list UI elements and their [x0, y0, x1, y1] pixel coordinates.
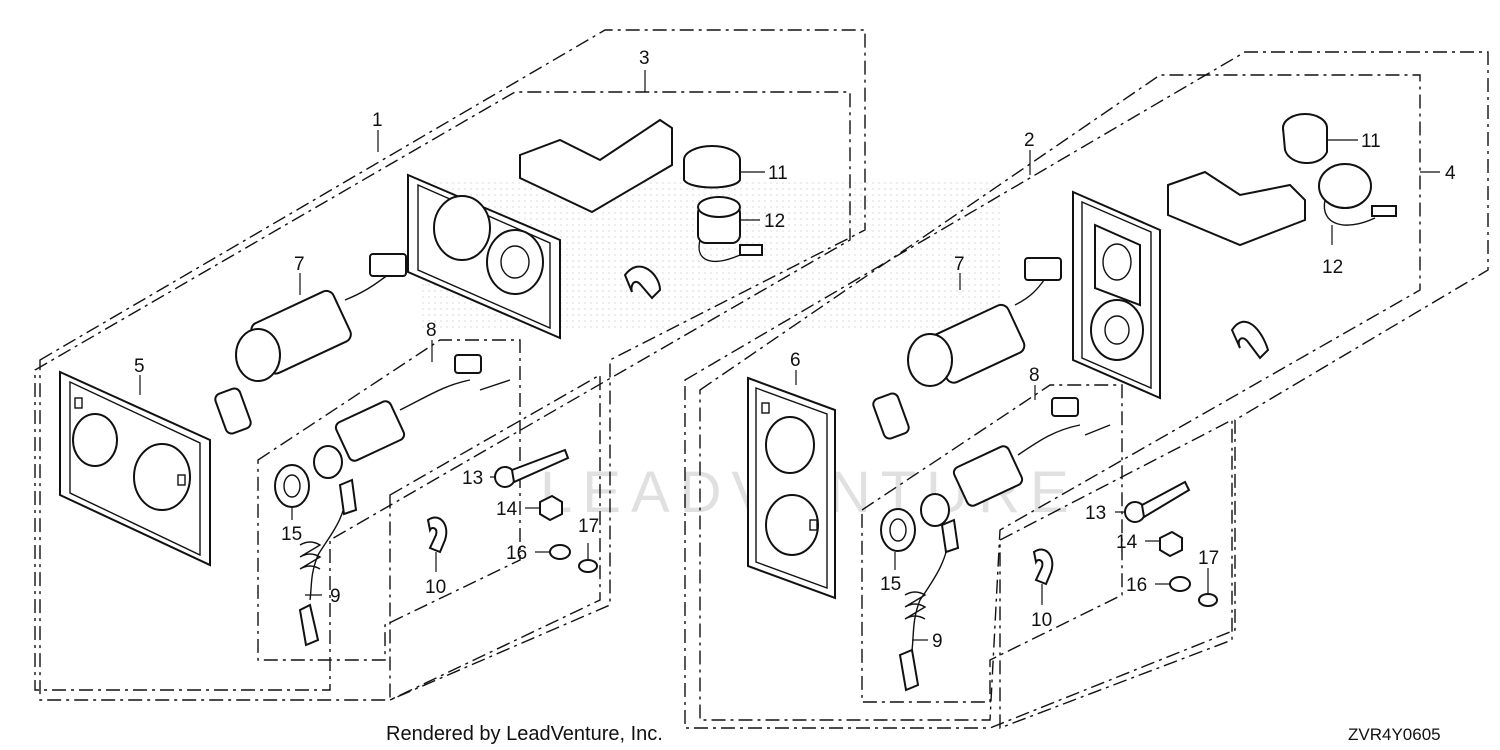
left-nut-14	[539, 494, 563, 522]
left-callouts: 1 3 11 12 7 8 5 13 14 15 16 17 10 9	[134, 48, 788, 607]
right-callout-13: 13	[1085, 503, 1106, 524]
right-callout-14: 14	[1116, 532, 1138, 553]
right-assembly: 2 4 11 12 7 6 8 13 14 16 17 15 10 9	[684, 51, 1489, 730]
left-panel-3	[407, 173, 561, 340]
right-plate-6	[747, 376, 836, 600]
left-callout-7: 7	[294, 254, 305, 275]
right-callout-9: 9	[932, 631, 943, 652]
left-buzzer-ring-11	[683, 145, 741, 189]
right-bracket	[1167, 170, 1306, 247]
right-callout-10: 10	[1031, 610, 1052, 631]
left-cable-tie	[623, 265, 662, 300]
left-lanyard-9	[298, 478, 358, 647]
left-callout-9: 9	[330, 586, 341, 607]
left-plate-5	[59, 370, 211, 567]
left-clip-10	[426, 516, 448, 554]
right-clip-10	[1032, 548, 1054, 586]
right-washer-17	[1198, 593, 1218, 607]
right-callout-12: 12	[1322, 257, 1343, 278]
left-callout-1: 1	[372, 110, 383, 131]
right-callout-15: 15	[880, 574, 901, 595]
right-panel-4	[1072, 190, 1161, 400]
left-callout-17: 17	[578, 516, 599, 537]
right-subframe-13	[999, 418, 1233, 730]
right-lanyard-9	[898, 518, 960, 692]
right-callout-17: 17	[1198, 548, 1219, 569]
right-bolt-13	[1124, 480, 1191, 523]
left-callout-16: 16	[506, 543, 527, 564]
left-washer-16	[549, 544, 571, 560]
right-outer-frame	[684, 51, 1489, 729]
right-callout-4: 4	[1445, 163, 1456, 184]
footer-code: ZVR4Y0605	[1348, 725, 1441, 744]
footer: Rendered by LeadVenture, Inc. ZVR4Y0605	[386, 723, 1441, 745]
left-stopswitch-8	[313, 354, 511, 479]
left-callout-14: 14	[496, 499, 518, 520]
left-washer-17	[578, 559, 598, 573]
footer-credit: Rendered by LeadVenture, Inc.	[386, 723, 663, 745]
right-callouts: 2 4 11 12 7 6 8 13 14 16 17 15 10 9	[790, 130, 1456, 652]
left-inner-frame	[34, 91, 851, 691]
right-keyswitch-7	[872, 257, 1062, 440]
left-buzzer-12	[697, 196, 763, 263]
right-buzzer-12	[1318, 163, 1397, 226]
right-leaders	[795, 139, 1440, 641]
right-cable-tie	[1230, 320, 1270, 360]
right-nut-14	[1159, 530, 1183, 558]
right-callout-11: 11	[1361, 131, 1381, 152]
left-callout-12: 12	[764, 211, 785, 232]
right-inner-frame	[699, 74, 1421, 721]
left-leaders	[139, 70, 765, 596]
right-callout-8: 8	[1029, 365, 1040, 386]
right-stopswitch-8	[920, 397, 1111, 527]
left-callout-8: 8	[426, 320, 437, 341]
left-bracket	[519, 118, 673, 214]
right-callout-7: 7	[954, 254, 965, 275]
left-callout-5: 5	[134, 356, 145, 377]
right-callout-16: 16	[1126, 575, 1147, 596]
left-ring-15	[274, 464, 310, 508]
right-callout-2: 2	[1024, 130, 1035, 151]
left-callout-3: 3	[639, 48, 650, 69]
right-subframe-8	[861, 384, 1123, 703]
left-assembly: 1 3 11 12 7 8 5 13 14 15 16 17 10 9	[34, 29, 866, 702]
left-callout-13: 13	[462, 468, 483, 489]
right-buzzer-ring-11	[1282, 113, 1328, 165]
left-callout-10: 10	[425, 577, 446, 598]
left-outer-frame	[39, 29, 866, 701]
left-callout-15: 15	[281, 524, 302, 545]
left-keyswitch-7	[214, 253, 407, 435]
right-washer-16	[1169, 576, 1191, 592]
left-callout-11: 11	[768, 163, 788, 184]
left-subframe-13	[389, 373, 601, 702]
right-ring-15	[880, 508, 916, 552]
right-callout-6: 6	[790, 350, 801, 371]
